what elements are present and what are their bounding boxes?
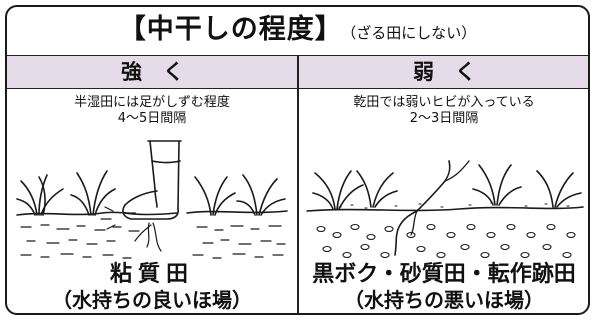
boot-in-mud-illustration xyxy=(16,140,288,259)
weak-description: 乾田では弱いヒビが入っている 2～3日間隔 xyxy=(299,95,588,127)
weak-desc-line1: 乾田では弱いヒビが入っている xyxy=(353,95,535,110)
strong-soil-type: 粘質田 xyxy=(109,261,194,287)
weak-soil-type: 黒ボク・砂質田・転作跡田 xyxy=(312,261,576,287)
page-title: 【中干しの程度】 （ざる田にしない） xyxy=(7,7,588,53)
cracked-dry-field-illustration xyxy=(306,160,584,259)
strong-desc-line1: 半湿田には足がしずむ程度 xyxy=(74,95,230,110)
header-weak: 弱 く xyxy=(413,60,476,84)
strong-soil-note: （水持ちの良いほ場） xyxy=(52,288,252,312)
title-main: 【中干しの程度】 xyxy=(118,14,343,45)
weak-soil-note: （水持ちの悪いほ場） xyxy=(344,288,544,312)
header-strong: 強 く xyxy=(121,60,184,84)
weak-interval: 2～3日間隔 xyxy=(409,111,479,126)
strong-description: 半湿田には足がしずむ程度 4～5日間隔 xyxy=(7,95,297,127)
mid-season-drainage-card: 【中干しの程度】 （ざる田にしない） 強 く 弱 く 半湿田には足がしずむ程度 4… xyxy=(5,5,590,315)
strong-interval: 4～5日間隔 xyxy=(117,111,187,126)
title-subtitle: （ざる田にしない） xyxy=(348,24,477,42)
column-divider xyxy=(297,55,299,313)
